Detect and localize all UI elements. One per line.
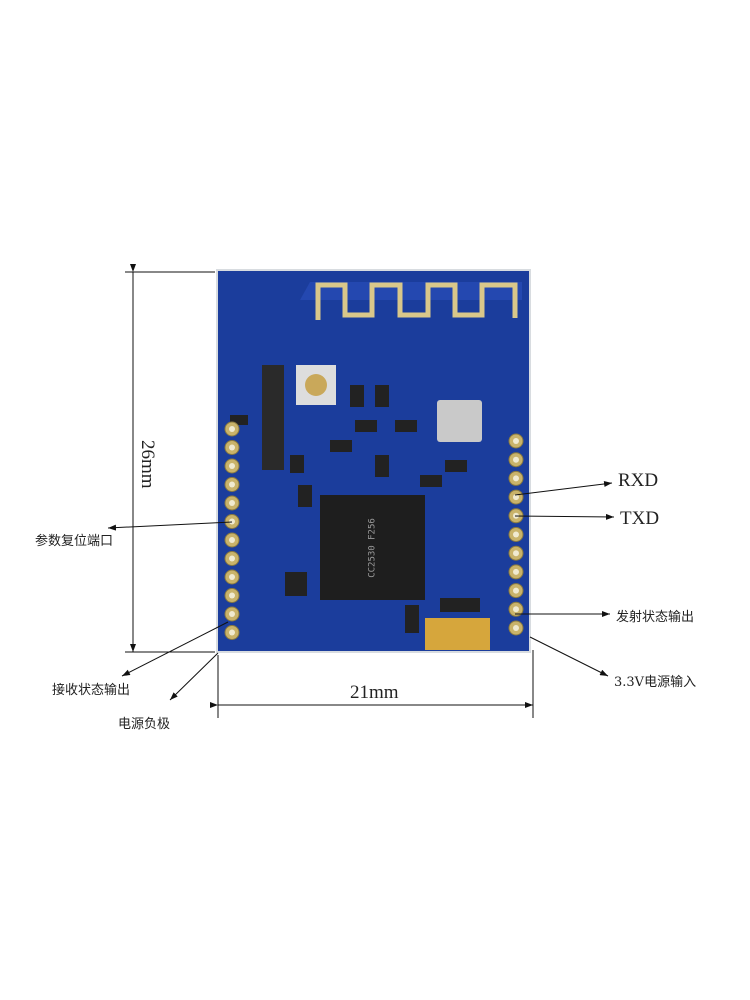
height-dimension: 26mm: [137, 440, 158, 489]
pin-hole: [513, 494, 519, 501]
crystal: [437, 400, 482, 442]
label-rxd: RXD: [618, 470, 659, 491]
pin-hole: [229, 592, 235, 599]
label-txd: TXD: [620, 508, 660, 529]
pcb-board: [217, 270, 530, 652]
right-pin-header: [508, 433, 524, 636]
pin-hole: [229, 537, 235, 543]
pcb-outline: [216, 269, 531, 653]
left-pin-header: [224, 421, 240, 640]
pin-hole: [513, 531, 519, 538]
pin-hole: [513, 587, 519, 594]
pin-hole: [229, 500, 235, 506]
pin-hole: [229, 444, 235, 451]
pin-hole: [513, 568, 519, 575]
pin-hole: [513, 438, 519, 444]
chip-marking: CC2530 F256: [368, 518, 378, 578]
main-chip: [320, 495, 425, 600]
pin-hole: [229, 518, 235, 525]
pin-hole: [513, 456, 519, 463]
pin-hole: [229, 555, 235, 562]
pin-hole: [229, 574, 235, 580]
pin-hole: [513, 625, 519, 631]
pin-hole: [229, 481, 235, 488]
pin-hole: [513, 606, 519, 613]
label-reset-port: 参数复位端口: [35, 534, 114, 549]
pin-hole: [229, 426, 235, 432]
pin-hole: [229, 611, 235, 617]
pin-hole: [229, 629, 235, 636]
label-tx-status: 发射状态输出: [616, 610, 695, 625]
pin-hole: [513, 475, 519, 482]
label-vcc: 3.3V电源输入: [614, 675, 697, 690]
callout-arrows: [107, 481, 615, 701]
pin-hole: [229, 463, 235, 469]
pcb-module: CC2530 F256: [216, 269, 531, 653]
dimension-lines: [125, 264, 534, 718]
antenna-trace: [315, 282, 518, 320]
smd-components: [230, 385, 480, 633]
antenna-keepout: [300, 282, 522, 300]
ufl-connector-center: [305, 374, 327, 396]
tantalum-capacitor: [425, 618, 490, 650]
inductor: [262, 365, 284, 470]
label-rx-status: 接收状态输出: [52, 683, 131, 698]
label-gnd: 电源负极: [118, 717, 171, 732]
pin-hole: [513, 550, 519, 557]
width-dimension: 21mm: [350, 682, 399, 703]
